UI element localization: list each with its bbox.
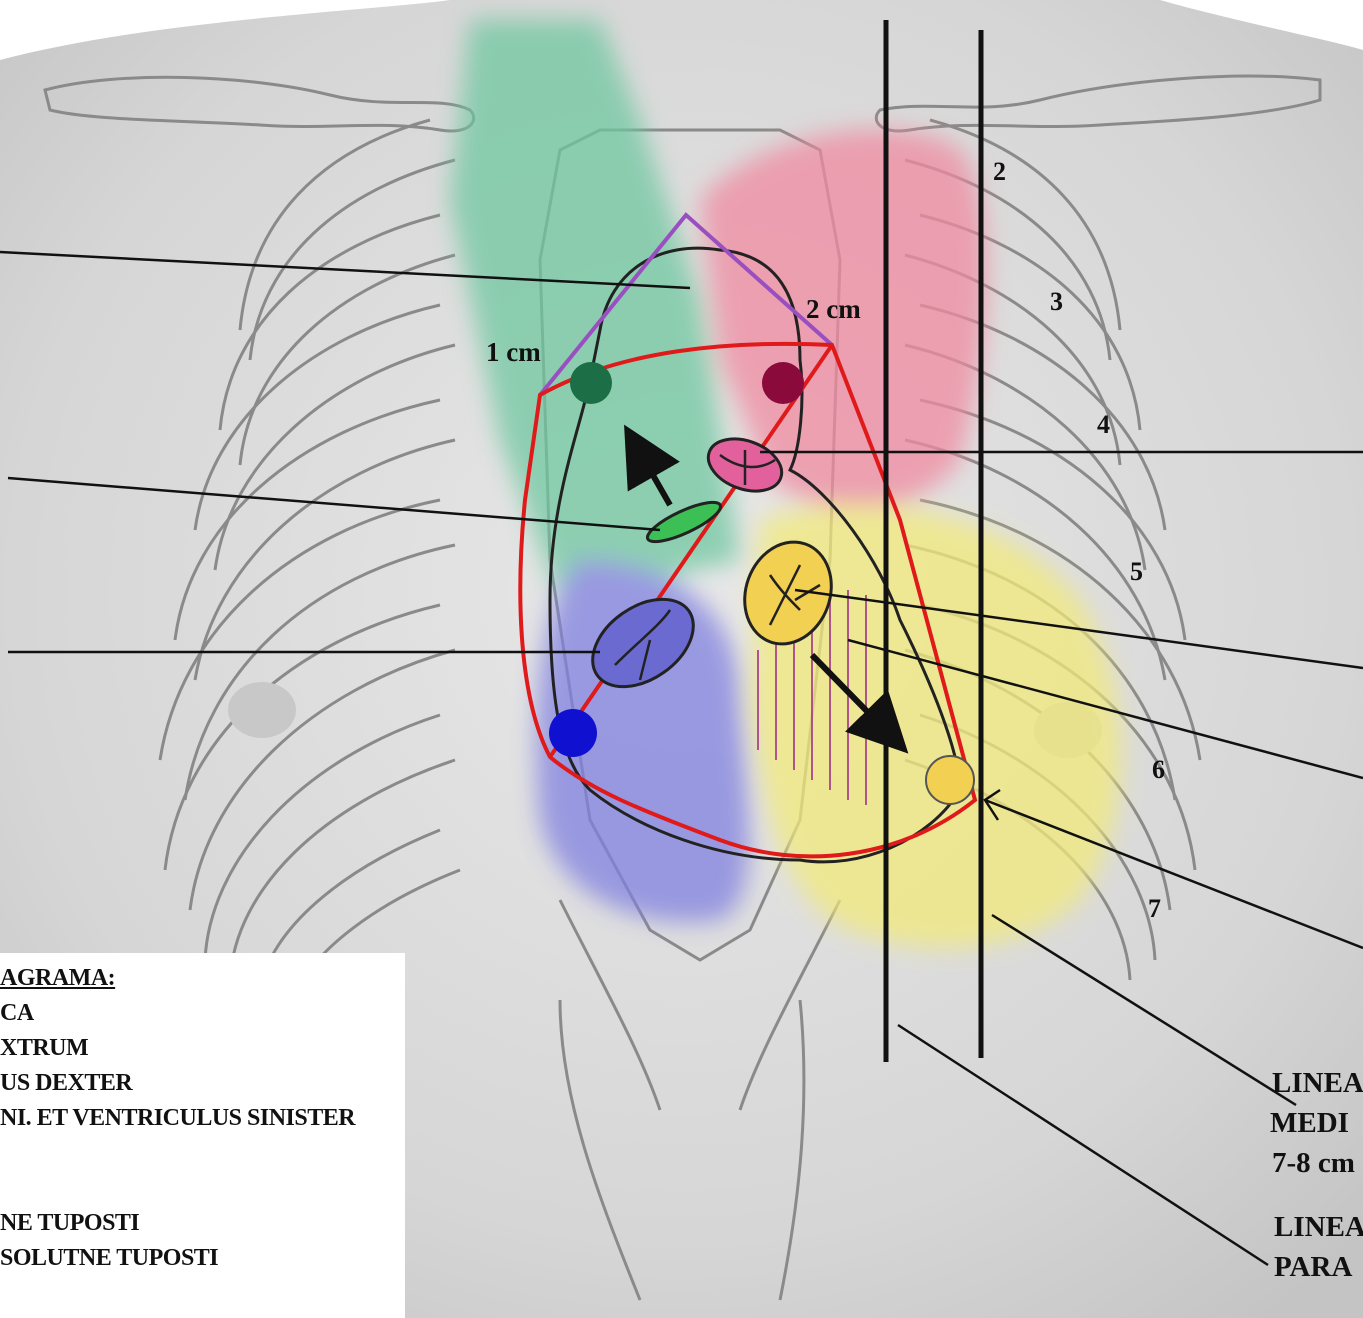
label-linea-2: LINEA <box>1274 1211 1363 1243</box>
legend-box: AGRAMA: CA XTRUM US DEXTER NI. ET VENTRI… <box>0 953 405 1318</box>
legend-item: NE TUPOSTI <box>0 1210 139 1237</box>
measure-left-label: 1 cm <box>486 337 541 367</box>
rib-number-7: 7 <box>1148 894 1161 923</box>
valve-pulmonary <box>570 362 612 404</box>
valve-tricuspid <box>549 709 597 757</box>
rib-number-2: 2 <box>993 157 1006 186</box>
legend-title: AGRAMA: <box>0 965 115 992</box>
rib-number-5: 5 <box>1130 557 1143 586</box>
legend-item: SOLUTNE TUPOSTI <box>0 1245 218 1272</box>
label-7-8-cm: 7-8 cm <box>1272 1147 1355 1179</box>
rib-number-3: 3 <box>1050 287 1063 316</box>
legend-item: NI. ET VENTRICULUS SINISTER <box>0 1105 355 1132</box>
valve-mitral <box>926 756 974 804</box>
rib-number-6: 6 <box>1152 755 1165 784</box>
legend-item: XTRUM <box>0 1035 88 1062</box>
label-linea-1: LINEA <box>1272 1067 1363 1099</box>
rib-number-4: 4 <box>1097 410 1110 439</box>
legend-item: US DEXTER <box>0 1070 132 1097</box>
label-medi: MEDI <box>1270 1107 1349 1139</box>
measure-right-label: 2 cm <box>806 294 861 324</box>
label-para: PARA <box>1274 1251 1352 1283</box>
legend-item: CA <box>0 1000 34 1027</box>
valve-aortic <box>762 362 804 404</box>
